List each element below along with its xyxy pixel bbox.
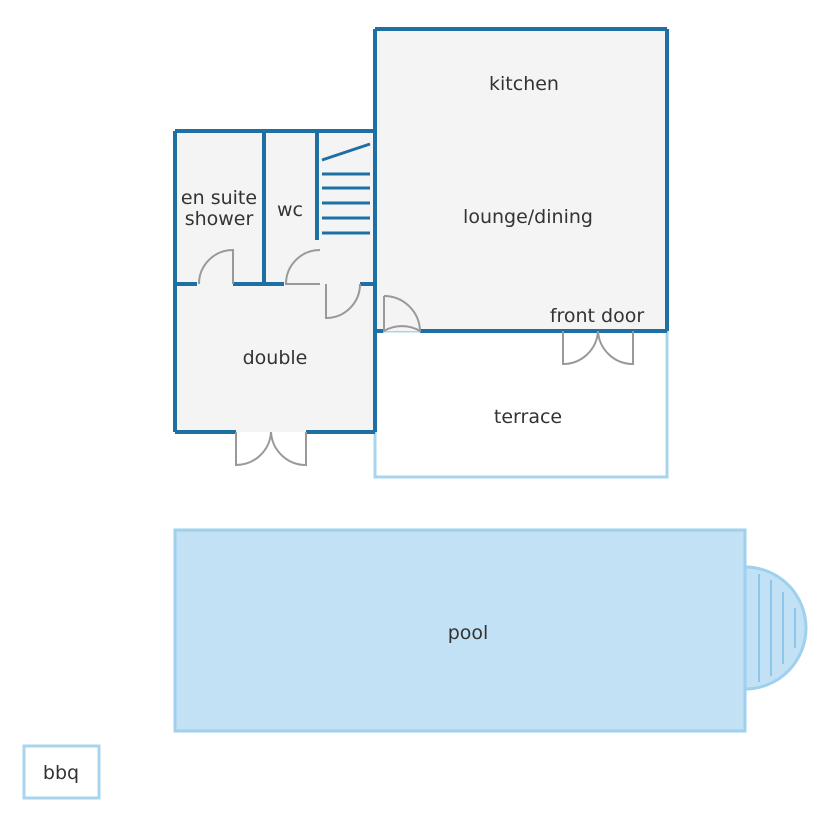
pool-label: pool bbox=[448, 622, 489, 644]
ensuite-door-icon bbox=[198, 248, 234, 285]
front-door-label: front door bbox=[550, 305, 645, 327]
bbq-area bbox=[22, 744, 101, 800]
ensuite-label-line2: shower bbox=[185, 208, 254, 230]
pool-steps-icon bbox=[758, 574, 796, 682]
ensuite-label-line1: en suite bbox=[181, 187, 257, 209]
kitchen-label: kitchen bbox=[489, 73, 559, 95]
stairs-icon bbox=[321, 142, 371, 235]
terrace-label: terrace bbox=[494, 406, 562, 428]
bedroom-double-door-icon bbox=[235, 431, 307, 467]
pool-steps-area bbox=[743, 565, 808, 691]
wc-label: wc bbox=[277, 199, 303, 221]
wc-door-icon bbox=[284, 249, 321, 285]
lounge-floor bbox=[375, 29, 667, 331]
terrace-area bbox=[373, 329, 669, 479]
front-double-door-icon bbox=[562, 330, 634, 366]
bedroom-door-icon bbox=[325, 283, 361, 320]
lounge-dining-label: lounge/dining bbox=[463, 206, 593, 228]
walls bbox=[173, 27, 669, 434]
pool-area bbox=[173, 528, 747, 733]
left-block-floor bbox=[175, 131, 375, 432]
lounge-door-icon bbox=[383, 295, 422, 333]
bbq-label: bbq bbox=[43, 762, 79, 784]
double-label: double bbox=[243, 347, 308, 369]
